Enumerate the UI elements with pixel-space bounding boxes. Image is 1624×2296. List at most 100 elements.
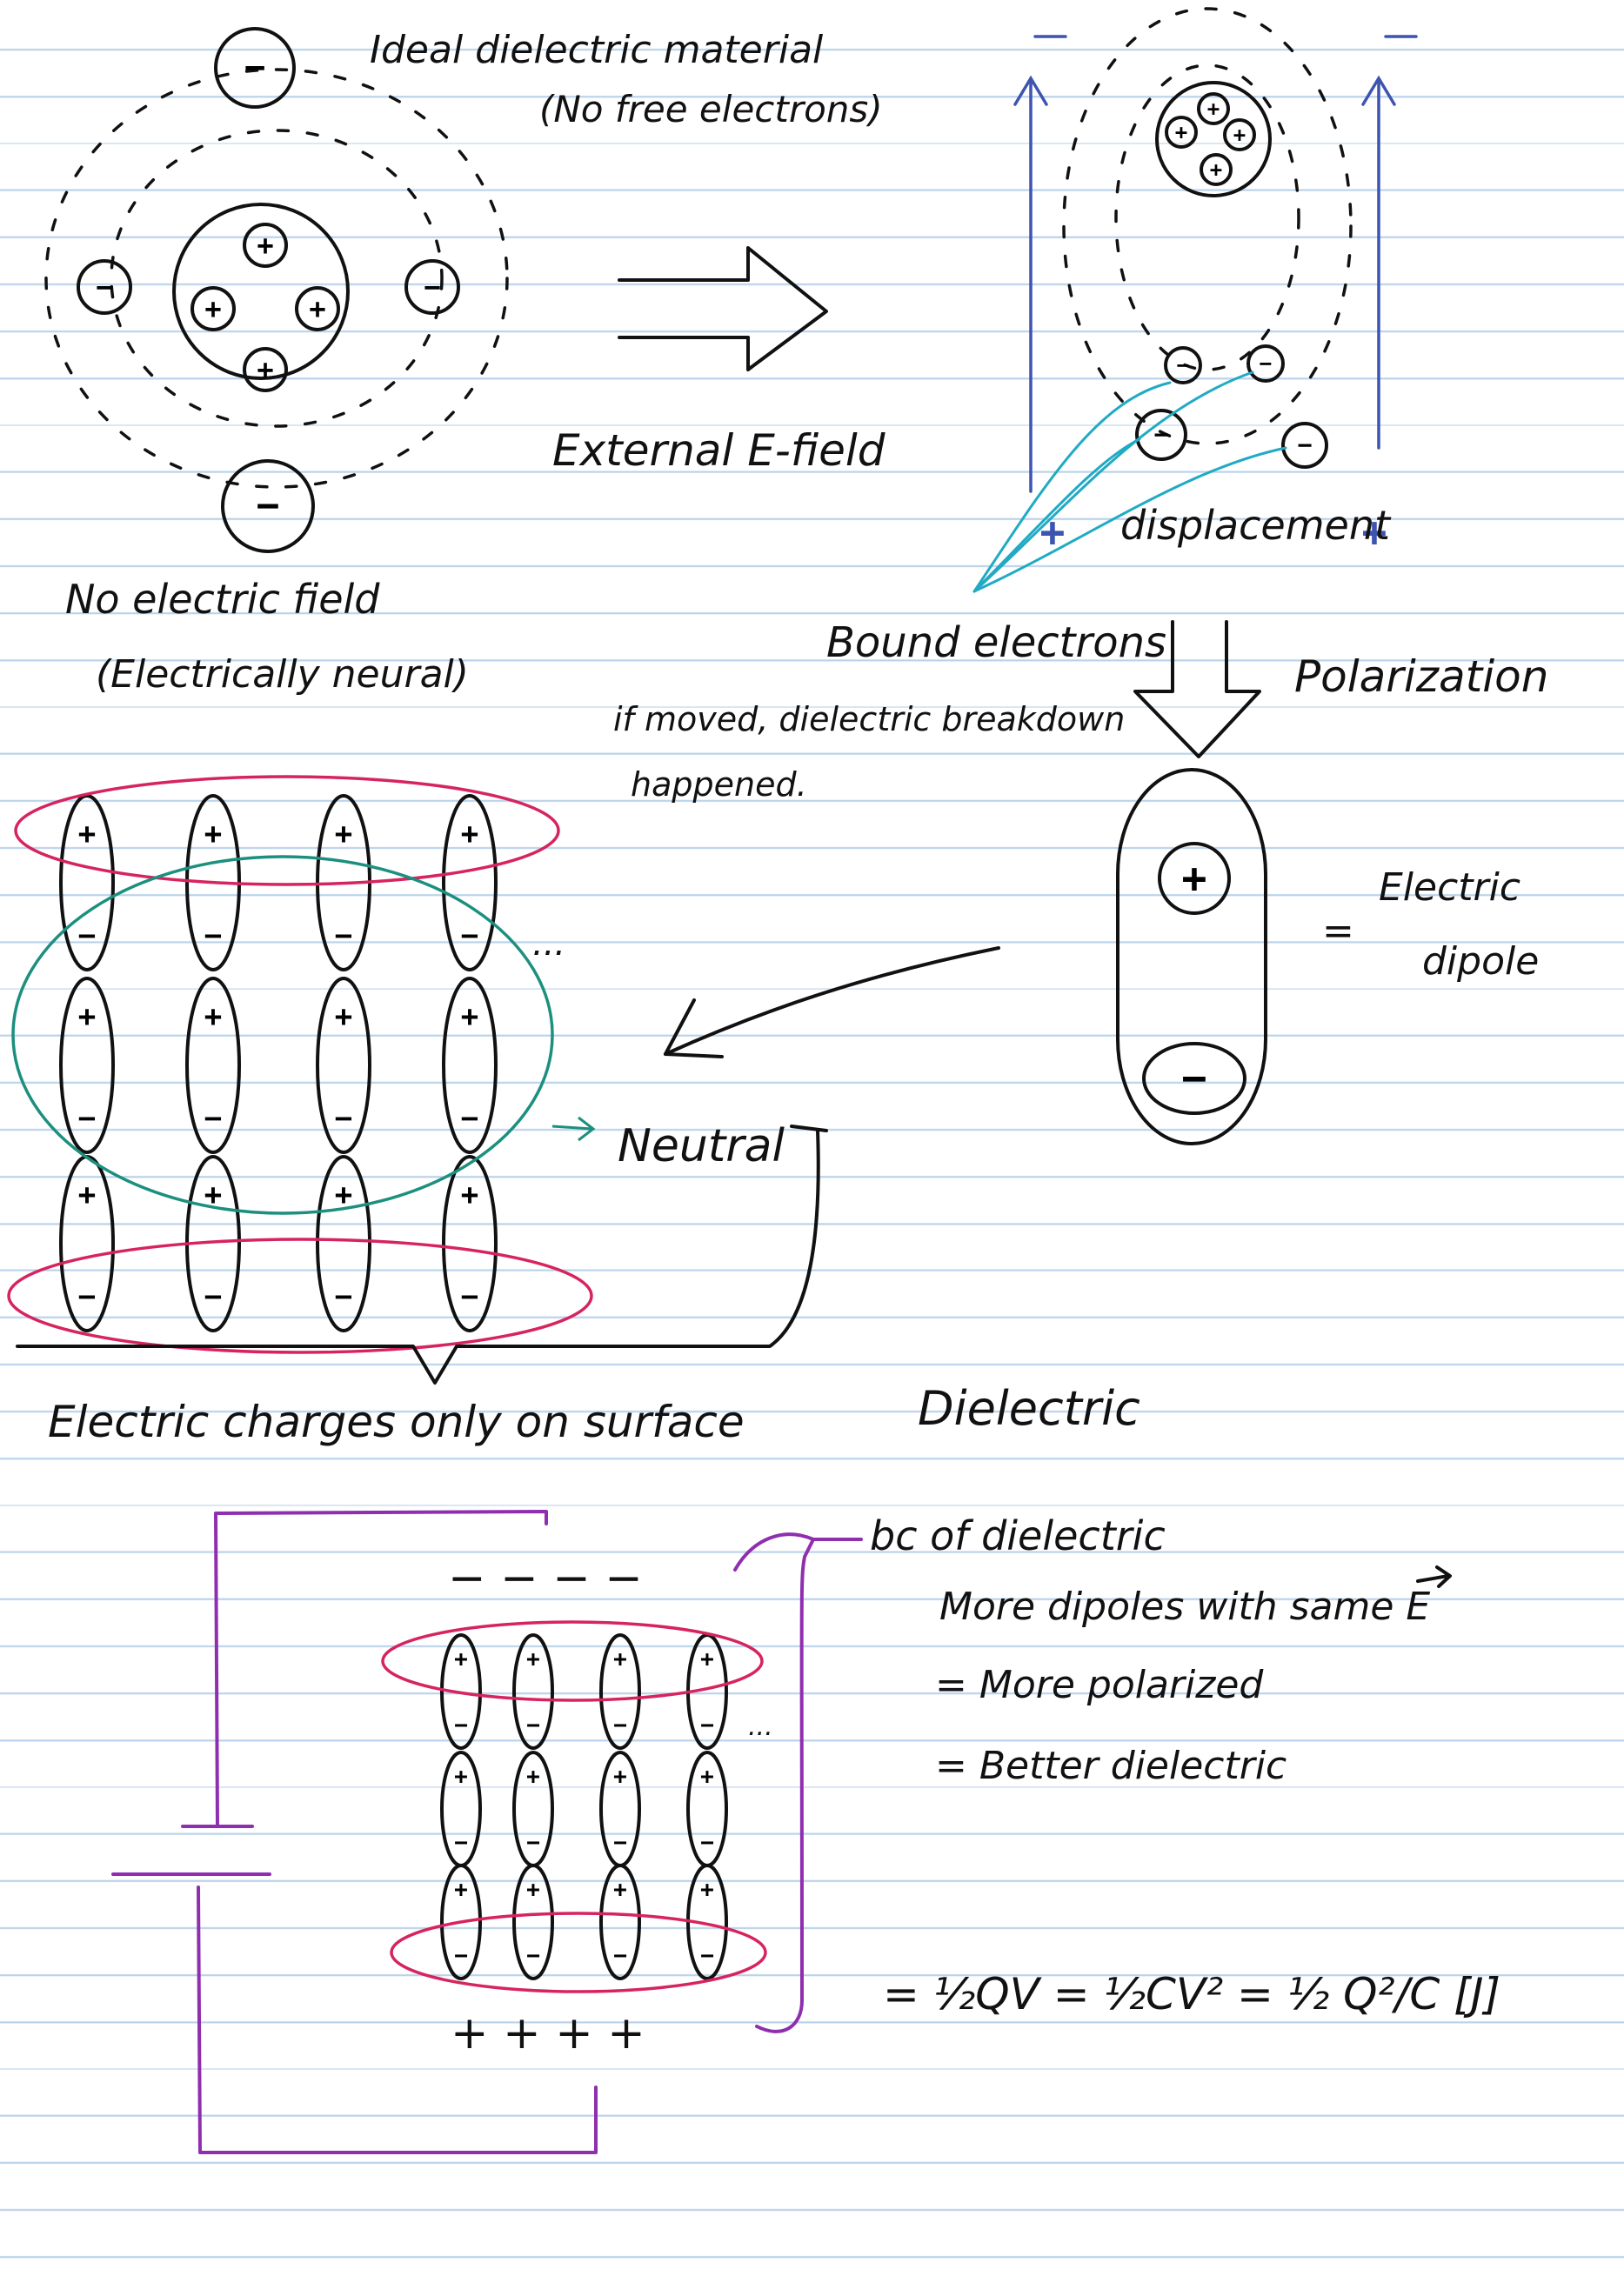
atom-caption-sub: (Electrically neural): [96, 652, 469, 697]
dielectric-brace: [733, 1532, 863, 2033]
cap-ellipsis: ...: [748, 1712, 773, 1742]
dipole-plus-sign: +: [613, 1764, 627, 1790]
dipole-oval: +−: [316, 1155, 371, 1332]
breakdown-note: if moved, dielectric breakdown: [613, 700, 1125, 738]
dipole-oval: +−: [512, 1864, 554, 1980]
proton-sign: +: [309, 292, 325, 325]
cap-top-surface-ring: [381, 1620, 764, 1702]
electron-sign: −: [96, 270, 112, 304]
dipole-label: Electric: [1379, 865, 1520, 910]
dipole-oval: +−: [440, 1864, 482, 1980]
dipole-plus-sign: +: [335, 1178, 352, 1212]
dipole-plus-sign: +: [461, 817, 478, 851]
proton-sign: +: [257, 229, 273, 262]
field-lines: [1013, 35, 1418, 493]
dipole-minus-sign: −: [204, 1101, 222, 1136]
proton-sign: +: [204, 292, 221, 325]
plate-positive-charges: + + + +: [451, 2007, 645, 2059]
dipole-oval: +−: [59, 1155, 115, 1332]
dipole-minus-sign: −: [613, 1943, 627, 1969]
surface-brace: [16, 1129, 820, 1385]
dipole-oval: +−: [599, 1633, 641, 1750]
dipole-oval: +−: [440, 1633, 482, 1750]
circuit-wire: [111, 1510, 598, 2154]
transition-label: External E-field: [552, 425, 886, 476]
polarized-atom-diagram: + + + + + + − − − −: [972, 7, 1418, 593]
proton-charges: [190, 223, 340, 392]
dipole-minus-sign: −: [204, 1279, 222, 1314]
dipole-plus-sign: +: [613, 1877, 627, 1903]
dipole-plus-sign: +: [204, 817, 222, 851]
displaced-electrons: [1135, 344, 1328, 469]
dipole-plus-sign: +: [78, 1178, 96, 1212]
polarization-arrow-icon: [1133, 620, 1261, 758]
dipole-plus-sign: +: [613, 1646, 627, 1672]
dipole-minus-sign: −: [526, 1712, 540, 1739]
field-plus-right: +: [1362, 508, 1387, 557]
electron-sign: −: [257, 484, 280, 528]
dipole-oval: +−: [316, 977, 371, 1154]
atom-subtitle: (No free electrons): [539, 88, 883, 130]
electric-dipole-diagram: [1116, 768, 1267, 1145]
more-polarized-note: = More polarized: [935, 1663, 1264, 1707]
dipole-minus-sign: −: [526, 1830, 540, 1856]
dipole-minus-sign: −: [454, 1943, 468, 1969]
proton-sign-small: +: [1210, 157, 1222, 182]
dipole-oval: +−: [512, 1633, 554, 1750]
dipole-array: +−+−+−+−+−+−+−+−+−+−+−+−: [7, 775, 828, 1385]
dipole-oval: +−: [686, 1864, 728, 1980]
dipole-minus-sign: −: [461, 1101, 478, 1136]
dipole-minus-sign: −: [454, 1830, 468, 1856]
dipole-plus-sign: +: [78, 999, 96, 1034]
dipole-minus-sign: −: [335, 1101, 352, 1136]
dipole-minus-sign: −: [461, 1279, 478, 1314]
dipole-plus-sign: +: [526, 1646, 540, 1672]
nucleus: [172, 203, 350, 380]
outer-orbit-stretched: [1062, 7, 1353, 445]
atom-title: Ideal dielectric material: [370, 28, 824, 72]
array-ellipsis: ...: [532, 924, 565, 964]
dipole-minus-sign: −: [78, 1279, 96, 1314]
dipole-plus-sign: +: [526, 1877, 540, 1903]
plate-negative-charges: − − − −: [448, 1552, 643, 1605]
dipole-plus-sign: +: [461, 999, 478, 1034]
dipole-plus-sign: +: [204, 1178, 222, 1212]
neutral-pointer-icon: [551, 1116, 596, 1142]
dipole-oval: +−: [442, 977, 498, 1154]
bc-of-dielectric-note: bc of dielectric: [870, 1512, 1166, 1559]
dipole-plus-sign: +: [454, 1764, 468, 1790]
breakdown-note-2: happened.: [631, 765, 807, 804]
bound-electron-leaders: [972, 370, 1287, 593]
proton-sign-small: +: [1207, 97, 1220, 121]
dipole-oval: +−: [512, 1751, 554, 1867]
proton-sign-small: +: [1175, 120, 1187, 144]
more-dipoles-note: More dipoles with same E: [939, 1585, 1430, 1629]
electron-sign-small: −: [1154, 420, 1169, 449]
neutral-region-ring: [11, 855, 554, 1215]
dipole-minus-sign: −: [613, 1830, 627, 1856]
electron-sign-small: −: [1260, 351, 1272, 376]
dipole-oval: +−: [440, 1751, 482, 1867]
dipole-oval: +−: [442, 794, 498, 971]
dipole-minus-sign: −: [335, 918, 352, 953]
surface-charge-label: Electric charges only on surface: [48, 1397, 745, 1447]
vector-arrow-icon: [1416, 1565, 1452, 1588]
proton-sign: +: [257, 353, 273, 386]
dipole-oval: +−: [599, 1864, 641, 1980]
dipole-minus-sign: −: [1182, 1054, 1207, 1103]
dipole-plus-sign: +: [700, 1646, 714, 1672]
better-dielectric-note: = Better dielectric: [935, 1744, 1287, 1788]
dipole-plus-sign: +: [700, 1764, 714, 1790]
cap-bottom-surface-ring: [390, 1912, 767, 1993]
energy-formula: = ½QV = ½CV² = ½ Q²/C [J]: [883, 1969, 1500, 2019]
electron-sign: −: [244, 48, 265, 88]
dipole-minus-sign: −: [461, 918, 478, 953]
displacement-label: displacement: [1120, 502, 1392, 549]
dipole-plus-sign: +: [454, 1646, 468, 1672]
dipole-plus-sign: +: [526, 1764, 540, 1790]
dipole-positive: [1158, 842, 1231, 915]
dipole-plus-sign: +: [1182, 854, 1207, 903]
neutral-atom-diagram: + + + + − − − −: [44, 27, 509, 553]
inner-orbit: [110, 129, 444, 428]
